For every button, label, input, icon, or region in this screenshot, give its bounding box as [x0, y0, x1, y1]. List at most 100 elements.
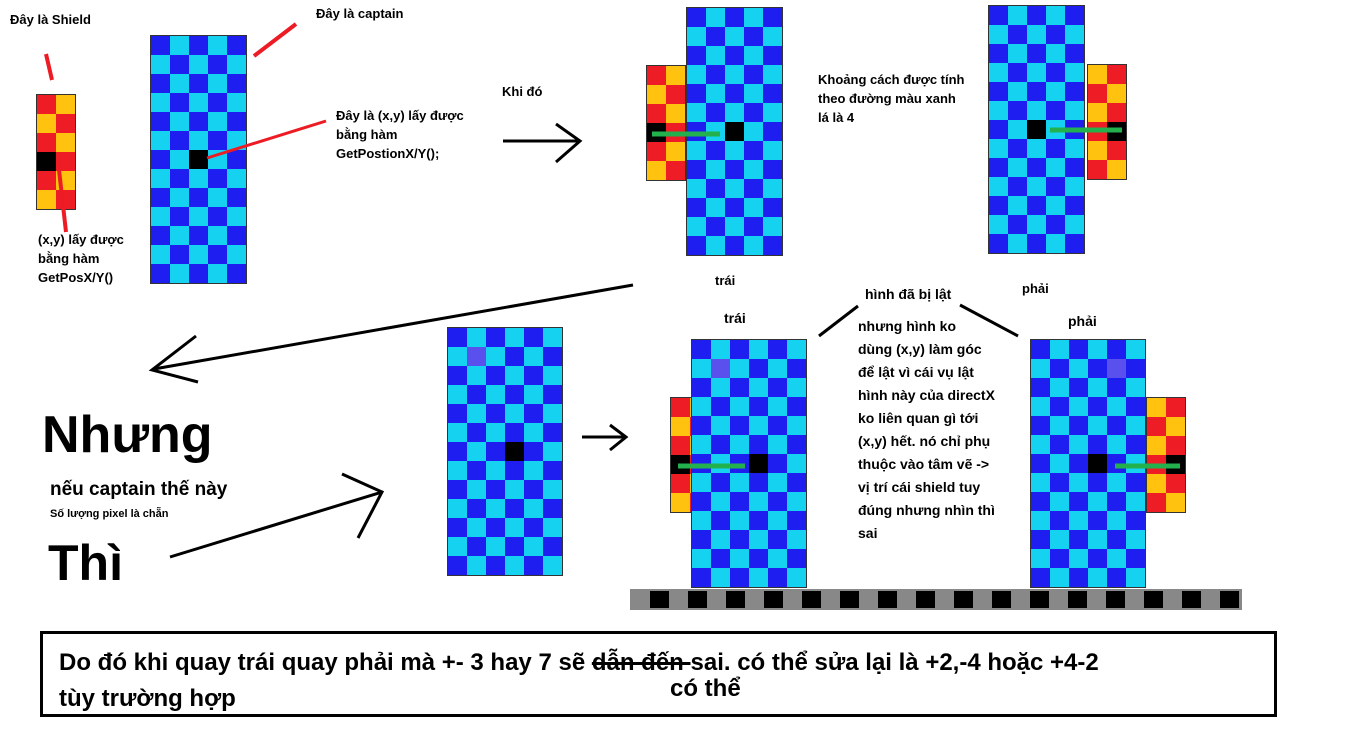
captain-cell	[448, 328, 467, 347]
captain-sprite-left	[686, 7, 783, 256]
captain-cell	[989, 101, 1008, 120]
captain-cell	[1069, 492, 1088, 511]
captain-cell	[711, 473, 730, 492]
captain-cell	[768, 473, 787, 492]
captain-cell	[763, 122, 782, 141]
captain-cell	[467, 537, 486, 556]
nhung-heading: Nhưng	[42, 406, 213, 464]
shield-cell	[666, 85, 685, 104]
ground-block	[840, 591, 859, 608]
shield-cell	[56, 190, 75, 209]
captain-cell	[467, 366, 486, 385]
captain-cell	[1050, 416, 1069, 435]
captain-cell	[730, 435, 749, 454]
shield-cell	[666, 104, 685, 123]
captain-cell	[208, 112, 227, 131]
captain-cell	[768, 378, 787, 397]
captain-cell	[1065, 196, 1084, 215]
captain-cell	[227, 245, 246, 264]
captain-cell	[989, 6, 1008, 25]
captain-cell	[749, 340, 768, 359]
captain-cell	[749, 454, 768, 473]
shield-cell	[56, 133, 75, 152]
shield-cell	[1088, 103, 1107, 122]
captain-cell	[787, 359, 806, 378]
explain-line3: để lật vì cái vụ lật	[858, 364, 974, 380]
flipped-label: hình đã bị lật	[865, 286, 952, 302]
captain-cell	[763, 236, 782, 255]
ground-block	[802, 591, 821, 608]
captain-cell	[768, 492, 787, 511]
captain-cell	[687, 236, 706, 255]
captain-cell	[692, 397, 711, 416]
captain-cell	[706, 217, 725, 236]
captain-sprite-flipped-left	[691, 339, 807, 588]
captain-cell	[170, 207, 189, 226]
captain-cell	[170, 169, 189, 188]
captain-cell	[1027, 101, 1046, 120]
captain-cell	[543, 385, 562, 404]
captain-cell	[1126, 473, 1145, 492]
captain-cell	[730, 416, 749, 435]
captain-cell	[1050, 397, 1069, 416]
captain-cell	[170, 36, 189, 55]
captain-cell	[1050, 359, 1069, 378]
captain-cell	[505, 404, 524, 423]
captain-cell	[467, 556, 486, 575]
captain-cell	[189, 264, 208, 283]
shield-cell	[647, 85, 666, 104]
captain-cell	[151, 150, 170, 169]
captain-cell	[189, 169, 208, 188]
shield-cell	[37, 95, 56, 114]
captain-cell	[1107, 568, 1126, 587]
captain-cell	[1050, 511, 1069, 530]
captain-cell	[1088, 530, 1107, 549]
captain-cell	[486, 461, 505, 480]
captain-cell	[1065, 44, 1084, 63]
captain-cell	[692, 435, 711, 454]
captain-cell	[711, 378, 730, 397]
conclusion-box: Do đó khi quay trái quay phải mà +- 3 ha…	[40, 631, 1277, 717]
captain-cell	[543, 442, 562, 461]
captain-cell	[505, 442, 524, 461]
captain-cell	[227, 36, 246, 55]
captain-cell	[208, 169, 227, 188]
captain-cell	[505, 423, 524, 442]
captain-cell	[725, 27, 744, 46]
captain-cell	[1088, 454, 1107, 473]
captain-cell	[448, 556, 467, 575]
captain-cell	[208, 264, 227, 283]
captain-cell	[1050, 340, 1069, 359]
captain-cell	[1069, 454, 1088, 473]
captain-cell	[1126, 435, 1145, 454]
explain-line5: ko liên quan gì tới	[858, 410, 979, 426]
captain-cell	[1107, 454, 1126, 473]
captain-cell	[1031, 397, 1050, 416]
captain-cell	[692, 473, 711, 492]
captain-sprite-original	[150, 35, 247, 284]
captain-cell	[730, 568, 749, 587]
captain-cell	[1065, 25, 1084, 44]
captain-cell	[151, 74, 170, 93]
shield-cell	[37, 152, 56, 171]
captain-cell	[151, 112, 170, 131]
captain-sprite-flipped-right	[1030, 339, 1146, 588]
captain-cell	[1050, 435, 1069, 454]
captain-cell	[744, 27, 763, 46]
ground-block	[992, 591, 1011, 608]
captain-cell	[189, 207, 208, 226]
ground-block	[878, 591, 897, 608]
shield-cell	[1088, 84, 1107, 103]
captain-cell	[1008, 25, 1027, 44]
ground-block	[954, 591, 973, 608]
conclusion-line1-end: sai. có thể sửa lại là +2,-4 hoặc +4-2	[690, 649, 1099, 676]
captain-cell	[448, 461, 467, 480]
captain-cell	[1088, 492, 1107, 511]
shield-cell	[1166, 455, 1185, 474]
thi-heading: Thì	[48, 535, 123, 591]
captain-cell	[1027, 215, 1046, 234]
shield-cell	[1166, 474, 1185, 493]
captain-cell	[763, 141, 782, 160]
captain-cell	[1069, 473, 1088, 492]
captain-cell	[787, 454, 806, 473]
